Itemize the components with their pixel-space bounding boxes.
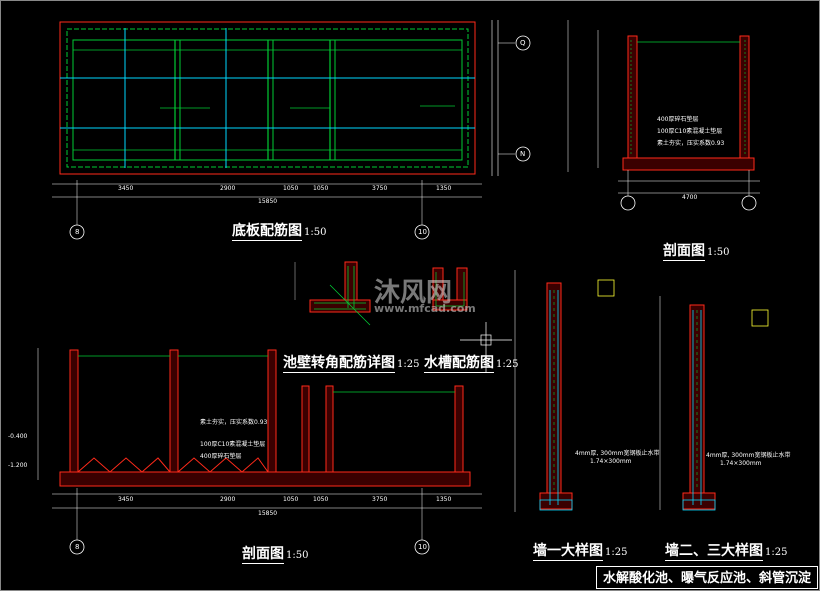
section-bottom-level-2: -0.400 [8,433,28,440]
section-bottom-dim-total: 15850 [258,510,278,517]
section-bottom-note-1: 素土夯实，压实系数0.93 [200,419,268,426]
corner-detail [294,261,371,326]
section-bottom-dim-6: 1350 [436,496,452,503]
trough-detail [432,267,468,311]
axis-bubble-section-left [620,195,636,211]
axis-bubble-8-plan [69,224,85,240]
axis-label-8-plan: 8 [75,228,80,236]
wall1-detail [514,270,615,512]
axis-bubble-q [515,35,531,51]
plan-dim-total: 15850 [258,198,278,205]
axis-bubble-10-plan [414,224,430,240]
section-bottom [37,348,482,555]
wall23-note-2: 1.74×300mm [720,460,762,467]
plan-view [52,20,531,240]
plan-dim-2: 2900 [220,185,236,192]
plan-dim-3: 1050 [283,185,299,192]
cad-cursor-crosshair [460,322,512,372]
section-top-dim: 4700 [682,194,698,201]
wall23-note-1: 4mm厚, 300mm宽钢板止水带 [706,452,791,459]
section-top-note-3: 素土夯实，压实系数0.93 [657,140,725,147]
axis-label-n: N [520,150,526,158]
axis-bubble-section-right [741,195,757,211]
axis-bubble-10-section [414,539,430,555]
plan-dim-6: 1350 [436,185,452,192]
section-bottom-level-1: -1.200 [8,462,28,469]
plan-dim-1: 3450 [118,185,134,192]
section-bottom-dim-3: 1050 [283,496,299,503]
axis-label-10-plan: 10 [418,228,427,236]
plan-dim-5: 3750 [372,185,388,192]
wall23-detail [659,296,769,511]
axis-bubble-n [515,146,531,162]
axis-label-q: Q [520,39,526,47]
plan-dim-4: 1050 [313,185,329,192]
section-bottom-note-3: 400厚碎石垫层 [200,453,242,460]
section-top-note-1: 400厚碎石垫层 [657,116,699,123]
watermark-url: www.mfcad.com [374,302,476,315]
wall1-note-2: 1.74×300mm [590,458,632,465]
section-bottom-dim-2: 2900 [220,496,236,503]
axis-label-10-section: 10 [418,543,427,551]
watermark-brand: 沐风网 [374,278,453,308]
section-bottom-dim-1: 3450 [118,496,134,503]
section-bottom-dim-5: 3750 [372,496,388,503]
axis-label-8-section: 8 [75,543,80,551]
section-top-note-2: 100厚C10素混凝土垫层 [657,128,723,135]
section-bottom-note-2: 100厚C10素混凝土垫层 [200,441,266,448]
wall1-note-1: 4mm厚, 300mm宽钢板止水带 [575,450,660,457]
section-bottom-dim-4: 1050 [313,496,329,503]
axis-bubble-8-section [69,539,85,555]
drawing-title-block: 水解酸化池、曝气反应池、斜管沉淀 [596,566,818,589]
section-top [567,20,760,211]
